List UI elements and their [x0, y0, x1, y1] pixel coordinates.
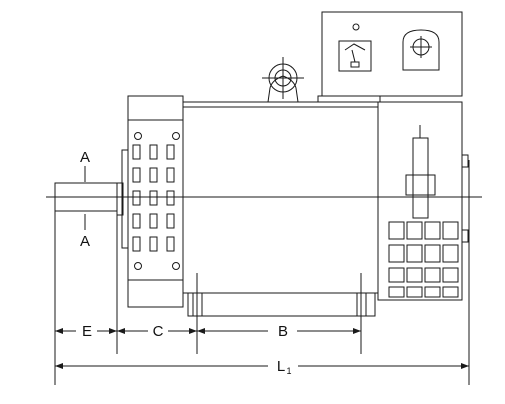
control-box — [317, 11, 463, 103]
dimension-label-b: B — [278, 323, 288, 340]
dimension-label-l: L — [277, 358, 285, 375]
section-label-bottom: A — [80, 233, 90, 250]
lifting-eye-icon — [262, 57, 304, 103]
dimension-label-c: C — [153, 323, 164, 340]
mounting-foot — [187, 273, 376, 354]
arrowheads — [55, 328, 469, 369]
exciter-housing — [377, 101, 469, 301]
adapter-flange — [116, 149, 129, 249]
dimension-label-e: E — [82, 323, 92, 340]
crosshair-icon — [402, 29, 440, 71]
section-label-top: A — [80, 149, 90, 166]
rear-vent-grid — [388, 221, 459, 298]
end-bell — [127, 95, 184, 308]
terminal-block — [405, 125, 436, 219]
gauge-icon — [338, 40, 372, 72]
dimension-label-l-subscript: 1 — [286, 366, 291, 376]
ventilation-slots — [132, 144, 175, 252]
